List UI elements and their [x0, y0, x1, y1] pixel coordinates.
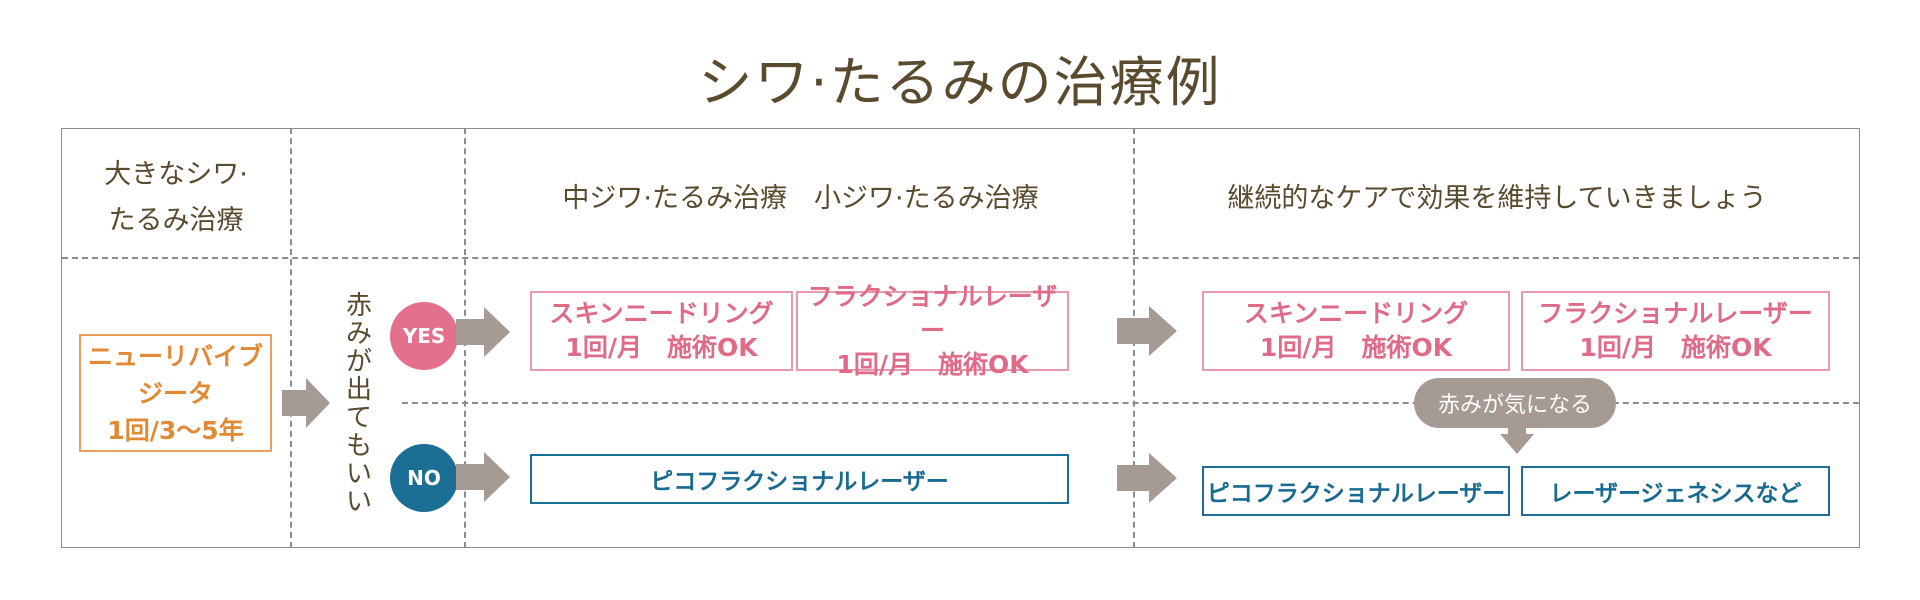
- question-char: い: [345, 487, 372, 517]
- yes-circle: YES: [390, 302, 458, 370]
- question-char: が: [345, 347, 372, 377]
- column-divider-1: [290, 128, 292, 548]
- page-title: シワ·たるみの治療例: [698, 51, 1222, 114]
- treatment-name: スキンニードリング: [1243, 299, 1469, 328]
- question-char: も: [345, 431, 372, 461]
- treatment-frequency: 1回/月 施術OK: [836, 350, 1029, 379]
- treatment-box-skin-needling-maintenance: スキンニードリング 1回/月 施術OK: [1202, 291, 1510, 371]
- treatment-box-laser-genesis: レーザージェネシスなど: [1521, 466, 1830, 516]
- start-box-line2: ジータ: [137, 378, 213, 408]
- treatment-box-fractional-laser: フラクショナルレーザー 1回/月 施術OK: [796, 282, 1069, 379]
- diagram-frame: [61, 128, 1860, 548]
- header-maintenance: 継続的なケアで効果を維持していきましょう: [1227, 183, 1767, 214]
- treatment-box-skin-needling: スキンニードリング 1回/月 施術OK: [530, 291, 793, 371]
- treatment-frequency: 1回/月 施術OK: [565, 333, 758, 362]
- yes-no-divider: [402, 402, 1859, 404]
- redness-ok-question: 赤 み が 出 て も い い: [341, 292, 377, 516]
- no-circle: NO: [390, 444, 458, 512]
- start-box-line3: 1回/3〜5年: [107, 415, 244, 445]
- treatment-name: フラクショナルレーザー: [1538, 299, 1813, 328]
- arrow-down-icon: [1500, 424, 1534, 454]
- question-char: 赤: [345, 291, 372, 321]
- treatment-frequency: 1回/月 施術OK: [1579, 333, 1772, 362]
- arrow-right-icon: [456, 307, 510, 357]
- arrow-right-icon: [1117, 453, 1177, 503]
- header-divider: [62, 257, 1859, 259]
- header-medium-small-treatment: 中ジワ·たるみ治療 小ジワ·たるみ治療: [562, 183, 1039, 214]
- question-char: み: [345, 319, 372, 349]
- treatment-frequency: 1回/月 施術OK: [1259, 333, 1453, 362]
- start-box-line1: ニューリバイブ: [87, 341, 263, 371]
- arrow-right-icon: [456, 452, 510, 502]
- question-char: い: [345, 459, 372, 489]
- header-major-line1: 大きなシワ·: [104, 159, 248, 190]
- treatment-box-fractional-laser-maintenance: フラクショナルレーザー 1回/月 施術OK: [1521, 291, 1830, 371]
- header-major-line2: たるみ治療: [108, 205, 244, 236]
- arrow-right-icon: [1117, 306, 1177, 356]
- treatment-name: スキンニードリング: [549, 299, 774, 328]
- treatment-box-pico-fractional-maintenance: ピコフラクショナルレーザー: [1202, 466, 1510, 516]
- arrow-right-icon: [282, 378, 330, 428]
- treatment-name: フラクショナルレーザー: [807, 282, 1058, 345]
- treatment-box-pico-fractional: ピコフラクショナルレーザー: [530, 454, 1069, 504]
- redness-concern-bubble: 赤みが気になる: [1414, 378, 1616, 428]
- question-char: 出: [345, 375, 372, 405]
- question-char: て: [345, 403, 372, 433]
- newrevive-zeta-box: ニューリバイブ ジータ 1回/3〜5年: [79, 334, 272, 452]
- header-major-treatment: 大きなシワ· たるみ治療: [62, 152, 290, 244]
